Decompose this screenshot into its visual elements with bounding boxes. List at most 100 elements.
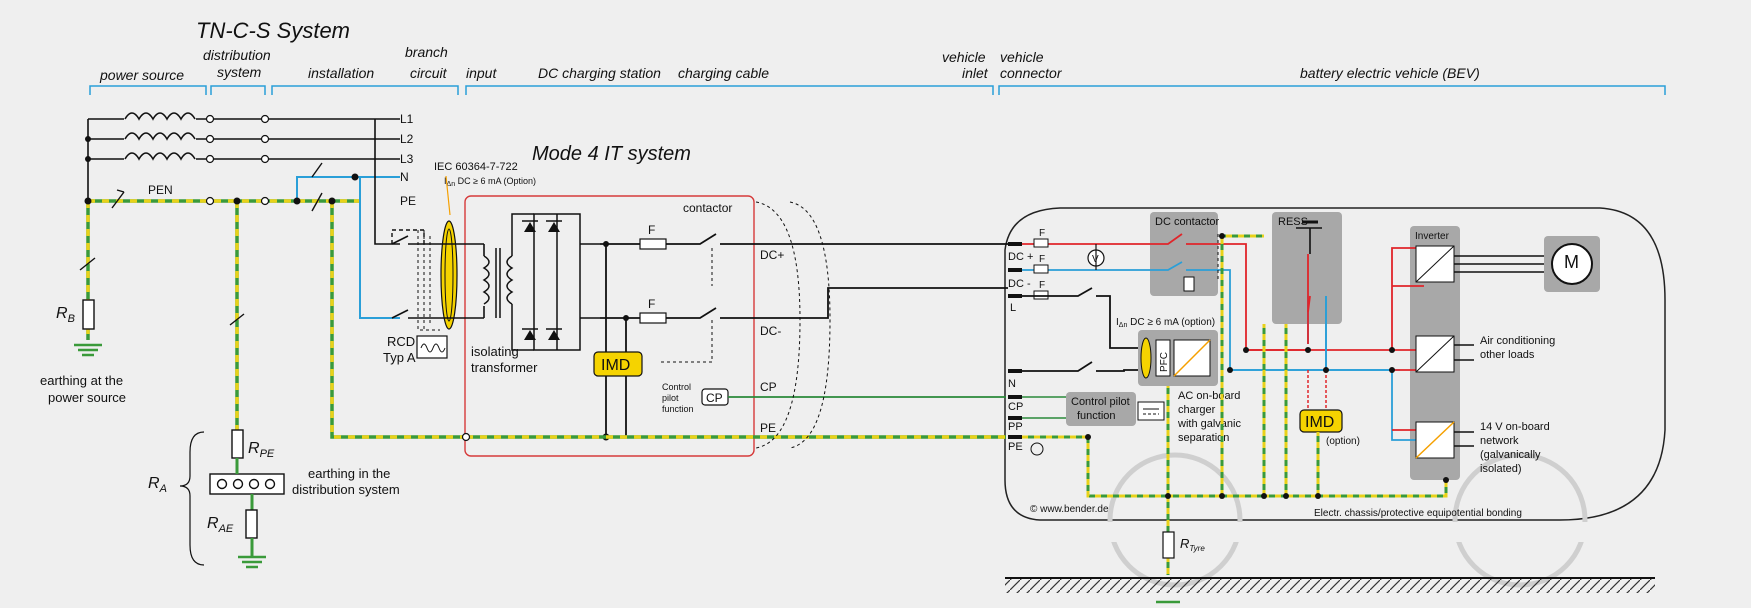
idn-option-label: IΔn DC ≥ 6 mA (Option) — [444, 176, 536, 188]
section-vehicle-connector-1: vehicle — [1000, 49, 1044, 65]
control-pilot-label-2: function — [1077, 410, 1116, 422]
imd-station-label: IMD — [601, 357, 630, 374]
transformer-label-2: transformer — [471, 360, 538, 375]
network-label-2: network — [1480, 435, 1519, 447]
earth-rb — [74, 343, 102, 357]
rcd-symbol-icon — [416, 335, 448, 359]
earth-symbol-icon — [1030, 442, 1044, 456]
copyright-label: © www.bender.de — [1030, 504, 1109, 515]
aircon-label-2: other loads — [1480, 349, 1535, 361]
isolating-transformer-icon — [482, 213, 534, 351]
earthing-dist-1: earthing in the — [308, 466, 390, 481]
dc-contactor-box — [1150, 212, 1218, 296]
label-pe-station: PE — [760, 421, 776, 435]
conductor-labels: L1 L2 L3 N PE PEN — [148, 112, 416, 208]
section-circuit: circuit — [410, 65, 448, 81]
section-power-source: power source — [99, 67, 184, 83]
pfc-label: PFC — [1159, 352, 1170, 372]
fuse-label-1: F — [648, 223, 655, 237]
control-pilot-box — [1066, 392, 1136, 426]
vehicle-l: L — [1010, 302, 1016, 314]
network-label-3: (galvanically — [1480, 449, 1541, 461]
diagram-title: TN-C-S System — [196, 18, 350, 43]
label-n: N — [400, 170, 409, 184]
label-ra: RA — [148, 475, 167, 495]
svg-text:F: F — [1039, 228, 1045, 239]
section-dc-station: DC charging station — [538, 65, 661, 81]
vehicle-idn-label: IΔn DC ≥ 6 mA (option) — [1116, 317, 1215, 329]
section-branch: branch — [405, 44, 448, 60]
control-pilot-label-1: Control pilot — [1071, 396, 1130, 408]
fuse-dcplus — [639, 238, 667, 250]
battery-icon — [1296, 227, 1322, 254]
dc-charging-station-box — [464, 195, 755, 457]
section-vehicle-connector-2: connector — [1000, 65, 1063, 81]
aircon-label-1: Air conditioning — [1480, 335, 1555, 347]
label-dcplus: DC+ — [760, 248, 784, 262]
imd-vehicle-label: IMD — [1305, 414, 1334, 431]
ress-box — [1272, 212, 1342, 324]
label-rtyre: RTyre — [1180, 536, 1205, 553]
mode-subtitle: Mode 4 IT system — [532, 143, 691, 165]
vehicle-dcplus: DC + — [1008, 251, 1033, 263]
charger-label-1: AC on-board — [1178, 390, 1240, 402]
dc-contactor-label: DC contactor — [1155, 216, 1220, 228]
imd-vehicle — [1299, 409, 1343, 433]
contactor-label: contactor — [683, 201, 732, 215]
galvanic-label-2: separation — [1178, 432, 1229, 444]
label-dcminus: DC- — [760, 324, 781, 338]
earthing-source-1: earthing at the — [40, 373, 123, 388]
section-distribution: distribution — [203, 47, 271, 63]
vehicle-n: N — [1008, 378, 1016, 390]
ress-label: RESS — [1278, 216, 1308, 228]
ra-brace — [179, 431, 205, 566]
vehicle-pe: PE — [1008, 441, 1023, 453]
fuse-label-2: F — [648, 297, 655, 311]
charging-cable-outline — [755, 201, 801, 449]
charger-label-2: charger — [1178, 404, 1216, 416]
section-system: system — [217, 64, 262, 80]
label-l3: L3 — [400, 152, 414, 166]
section-brackets — [89, 85, 1666, 95]
resistor-rae — [245, 509, 258, 539]
label-rpe: RPE — [248, 440, 275, 460]
vehicle-body — [1004, 207, 1666, 521]
rcd-label-2: Typ A — [383, 350, 416, 365]
label-l2: L2 — [400, 132, 414, 146]
section-installation: installation — [308, 65, 374, 81]
cp-function-label-2: pilot — [662, 393, 679, 403]
rcd-toroid — [440, 220, 458, 330]
section-headers: power source distribution system install… — [99, 44, 1480, 83]
label-rb: RB — [56, 305, 75, 325]
label-pen: PEN — [148, 183, 173, 197]
imd-option-label: (option) — [1326, 436, 1360, 447]
section-bev: battery electric vehicle (BEV) — [1300, 65, 1480, 81]
pen-pe-lines — [86, 199, 466, 439]
resistor-rb — [82, 299, 95, 330]
iec-label: IEC 60364-7-722 — [434, 161, 518, 173]
vehicle-dcminus: DC - — [1008, 278, 1031, 290]
earth-busbar — [209, 473, 285, 495]
label-pe: PE — [400, 194, 416, 208]
section-vehicle-inlet-2: inlet — [962, 65, 989, 81]
network-label-4: isolated) — [1480, 463, 1522, 475]
motor-label: M — [1564, 252, 1579, 272]
svg-text:F: F — [1039, 254, 1045, 265]
earthing-source-2: power source — [48, 390, 126, 405]
fuse-dcminus — [639, 312, 667, 324]
neutral-line — [296, 176, 400, 319]
section-input: input — [466, 65, 497, 81]
section-cable: charging cable — [678, 65, 769, 81]
chassis-label: Electr. chassis/protective equipotential… — [1314, 508, 1522, 519]
cp-function-label-1: Control — [662, 382, 691, 392]
inlet-pins — [1008, 242, 1022, 439]
inverter-label: Inverter — [1415, 231, 1450, 242]
transformer-label-1: isolating — [471, 344, 519, 359]
label-l1: L1 — [400, 112, 414, 126]
cp-box-label: CP — [706, 391, 723, 405]
ground-hatch — [1005, 579, 1655, 593]
svg-text:F: F — [1039, 280, 1045, 291]
network-label-1: 14 V on-board — [1480, 421, 1550, 433]
rcd-label-1: RCD — [387, 334, 415, 349]
